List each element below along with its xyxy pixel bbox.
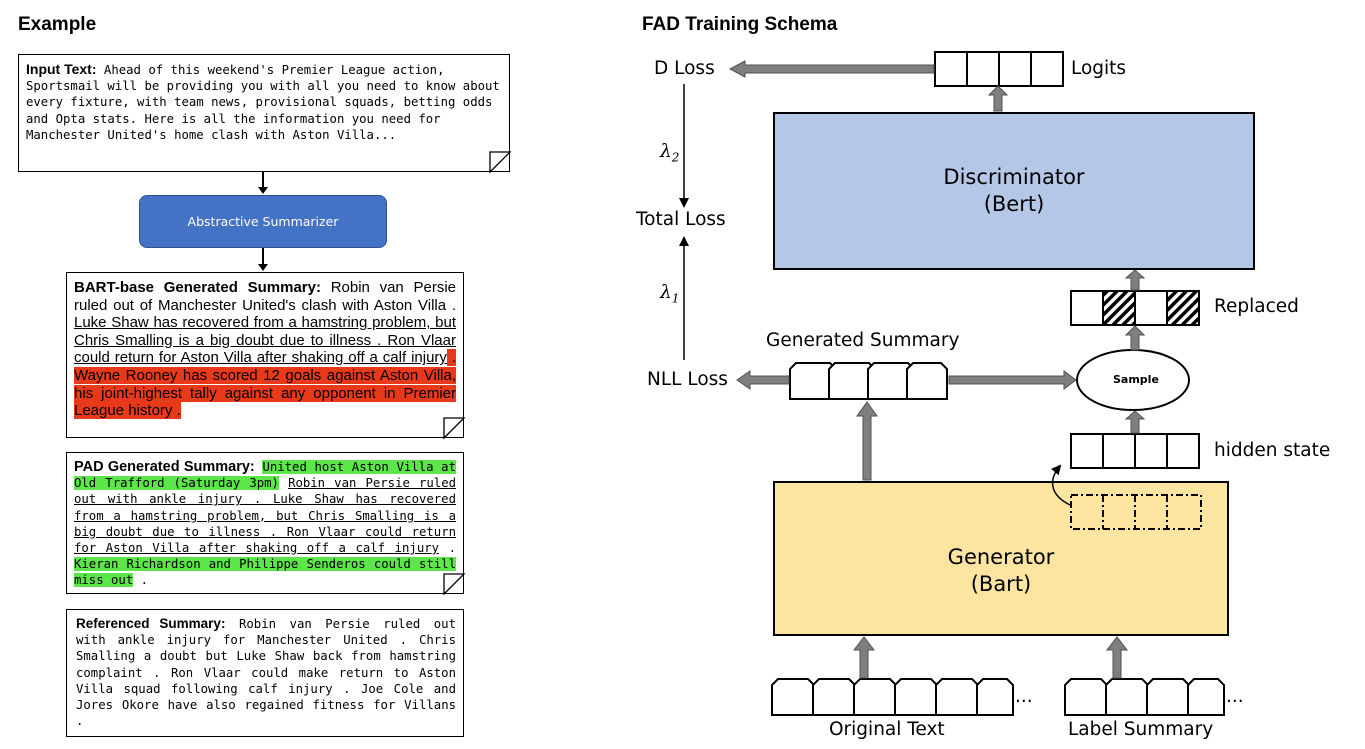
pad-summary-card: PAD Generated Summary: United host Aston… — [66, 452, 464, 594]
lambda1-subscript: 1 — [671, 291, 680, 306]
gen-token-4 — [906, 362, 948, 400]
orig-token-2 — [812, 678, 856, 716]
bart-summary-underlined: Luke Shaw has recovered from a hamstring… — [74, 314, 456, 367]
lambda1-label: λ1 — [660, 282, 679, 306]
hidden-token-1 — [1070, 433, 1104, 469]
abstractive-summarizer-box: Abstractive Summarizer — [139, 195, 387, 248]
label-summary-label: Label Summary — [1068, 719, 1214, 740]
logits-to-dloss-arrow — [728, 60, 935, 78]
nll-to-total-arrowhead — [679, 236, 689, 246]
lambda2-symbol: λ — [660, 141, 672, 162]
logits-label: Logits — [1071, 58, 1127, 79]
referenced-summary-content: Robin van Persie ruled out with ankle in… — [76, 617, 456, 729]
replaced-token-4 — [1166, 290, 1200, 326]
label-token-1 — [1064, 678, 1108, 716]
hidden-state-curved-arrow — [1050, 464, 1071, 506]
generated-to-sample-arrow — [948, 370, 1077, 390]
discriminator-to-logits-arrow — [987, 85, 1009, 112]
replaced-tokens — [1070, 290, 1200, 326]
logits-token-3 — [998, 51, 1032, 87]
original-text-label: Original Text — [829, 719, 945, 740]
referenced-summary-body: Referenced Summary: Robin van Persie rul… — [76, 616, 456, 729]
label-token-3 — [1146, 678, 1190, 716]
lambda1-symbol: λ — [660, 282, 672, 303]
original-ellipsis: ... — [1015, 686, 1033, 707]
discriminator-block: Discriminator (Bert) — [773, 112, 1255, 270]
flow-arrows — [728, 60, 1146, 679]
generator-model: (Bart) — [970, 571, 1032, 596]
replaced-to-discriminator-arrow — [1124, 269, 1146, 291]
pad-summary-underlined: Robin van Persie ruled out with ankle in… — [74, 476, 457, 556]
orig-token-3 — [853, 678, 897, 716]
bart-summary-body: BART-base Generated Summary: Robin van P… — [74, 279, 456, 420]
label-token-4 — [1187, 678, 1225, 716]
input-text-card: Input Text: Ahead of this weekend's Prem… — [18, 54, 510, 172]
hidden-state-label: hidden state — [1214, 440, 1331, 461]
discriminator-model: (Bert) — [983, 192, 1045, 216]
hidden-to-sample-arrow — [1124, 410, 1146, 434]
discriminator-name: Discriminator — [943, 165, 1085, 189]
generated-summary-label: Generated Summary — [766, 330, 960, 351]
label-summary-tokens — [1064, 678, 1225, 716]
bart-summary-plain: Robin van Persie ruled out of Manchester… — [74, 279, 456, 314]
bart-summary-card: BART-base Generated Summary: Robin van P… — [66, 272, 464, 438]
sample-label: Sample — [1113, 373, 1159, 386]
label-token-2 — [1105, 678, 1149, 716]
orig-token-5 — [935, 678, 979, 716]
replaced-label: Replaced — [1214, 296, 1299, 317]
input-to-summarizer-arrowhead — [258, 187, 268, 194]
replaced-token-2 — [1102, 290, 1136, 326]
generator-to-generated-arrow — [856, 401, 878, 481]
bart-summary-label: BART-base Generated Summary: — [74, 279, 321, 296]
referenced-summary-label: Referenced Summary: — [76, 616, 226, 631]
pad-card-fold — [443, 573, 466, 596]
input-text-body: Input Text: Ahead of this weekend's Prem… — [26, 61, 502, 143]
logits-token-2 — [966, 51, 1000, 87]
original-text-tokens — [771, 678, 1014, 716]
abstractive-summarizer-label: Abstractive Summarizer — [187, 214, 339, 229]
replaced-token-3 — [1134, 290, 1168, 326]
example-heading: Example — [18, 14, 97, 35]
input-text-content: Ahead of this weekend's Premier League a… — [26, 63, 500, 142]
d-loss-label: D Loss — [654, 58, 715, 79]
fad-schema-heading: FAD Training Schema — [642, 14, 838, 35]
sample-to-replaced-arrow — [1124, 325, 1146, 351]
hidden-token-4 — [1166, 433, 1200, 469]
label-to-generator-arrow — [1105, 636, 1129, 679]
dloss-to-total-arrowhead — [679, 198, 689, 208]
original-to-generator-arrow — [852, 636, 876, 679]
referenced-summary-card: Referenced Summary: Robin van Persie rul… — [66, 609, 464, 737]
pad-summary-body: PAD Generated Summary: United host Aston… — [74, 459, 457, 588]
pad-summary-end: . — [133, 573, 149, 588]
lambda2-label: λ2 — [660, 141, 679, 165]
generator-internal-tokens — [1070, 494, 1202, 530]
summarizer-to-bart-arrowhead — [258, 264, 268, 271]
generator-name: Generator — [947, 544, 1055, 569]
hidden-token-2 — [1102, 433, 1136, 469]
generated-summary-tokens — [789, 362, 948, 400]
hidden-token-3 — [1134, 433, 1168, 469]
lambda2-subscript: 2 — [671, 150, 680, 165]
card-folds — [443, 151, 512, 596]
pad-summary-label: PAD Generated Summary: — [74, 459, 255, 475]
orig-token-4 — [894, 678, 938, 716]
total-loss-label: Total Loss — [636, 209, 726, 230]
left-connectors — [258, 172, 268, 271]
logits-token-4 — [1030, 51, 1064, 87]
generated-to-nll-arrow — [736, 370, 790, 390]
logits-tokens — [934, 51, 1064, 87]
input-text-label: Input Text: — [26, 61, 97, 77]
generator-block: Generator (Bart) — [773, 481, 1229, 636]
replaced-token-1 — [1070, 290, 1104, 326]
bart-card-fold — [443, 417, 466, 440]
logits-token-1 — [934, 51, 968, 87]
label-ellipsis: ... — [1226, 686, 1244, 707]
nll-loss-label: NLL Loss — [647, 369, 728, 390]
input-card-fold — [489, 151, 512, 174]
orig-token-1 — [771, 678, 815, 716]
orig-token-6 — [976, 678, 1014, 716]
hidden-state-tokens — [1070, 433, 1200, 469]
